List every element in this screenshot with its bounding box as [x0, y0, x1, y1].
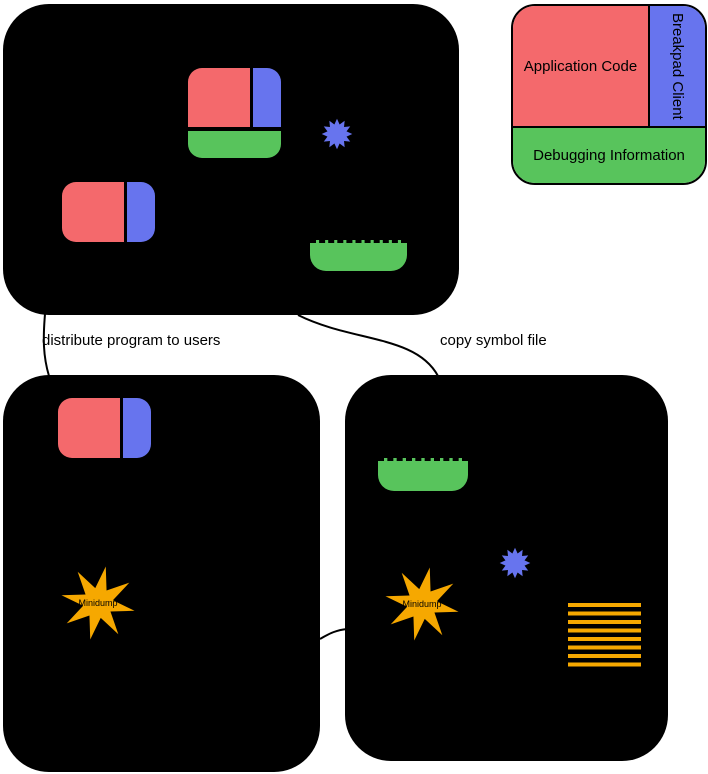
- crash-processor-panel: Minidump: [345, 375, 668, 761]
- user-machine-panel: Minidump: [3, 375, 320, 772]
- application-code-block: [62, 182, 124, 242]
- minidump-star: Minidump: [382, 564, 462, 644]
- application-code-block: [188, 68, 250, 127]
- stripped-application-shape: [62, 182, 155, 242]
- minidump-star-icon: [385, 567, 459, 641]
- dump-symbols-gear-icon: [321, 118, 353, 150]
- distribute-label: distribute program to users: [42, 332, 221, 349]
- application-with-debug-shape: [188, 68, 281, 158]
- legend-box: Application Code Breakpad Client Debuggi…: [511, 4, 707, 185]
- stack-trace-lines-icon: [568, 603, 641, 669]
- breakpad-client-block: [123, 398, 151, 458]
- copy-symbol-label: copy symbol file: [440, 332, 547, 349]
- copy-symbol-connector-line: [297, 314, 439, 377]
- legend-breakpad-client-label: Breakpad Client: [669, 12, 686, 120]
- breakpad-client-block: [127, 182, 155, 242]
- legend-breakpad-client-cell: Breakpad Client: [648, 6, 705, 126]
- legend-application-code-cell: Application Code: [513, 6, 648, 126]
- legend-application-code-label: Application Code: [523, 57, 638, 75]
- symbol-file-shape: [378, 458, 468, 491]
- legend-debugging-information-cell: Debugging Information: [513, 126, 705, 183]
- debugging-information-block: [188, 131, 281, 158]
- minidump-transfer-line: [319, 628, 348, 640]
- processor-gear-icon: [499, 547, 531, 579]
- minidump-star: Minidump: [58, 563, 138, 643]
- breakpad-client-block: [253, 68, 281, 127]
- symbol-file-shape: [310, 240, 407, 271]
- build-machine-panel: [3, 4, 459, 315]
- minidump-label: Minidump: [78, 598, 118, 608]
- stripped-application-shape: [58, 398, 151, 458]
- application-code-block: [58, 398, 120, 458]
- minidump-label: Minidump: [402, 599, 442, 609]
- legend-debugging-information-label: Debugging Information: [533, 147, 685, 164]
- minidump-star-icon: [61, 566, 135, 640]
